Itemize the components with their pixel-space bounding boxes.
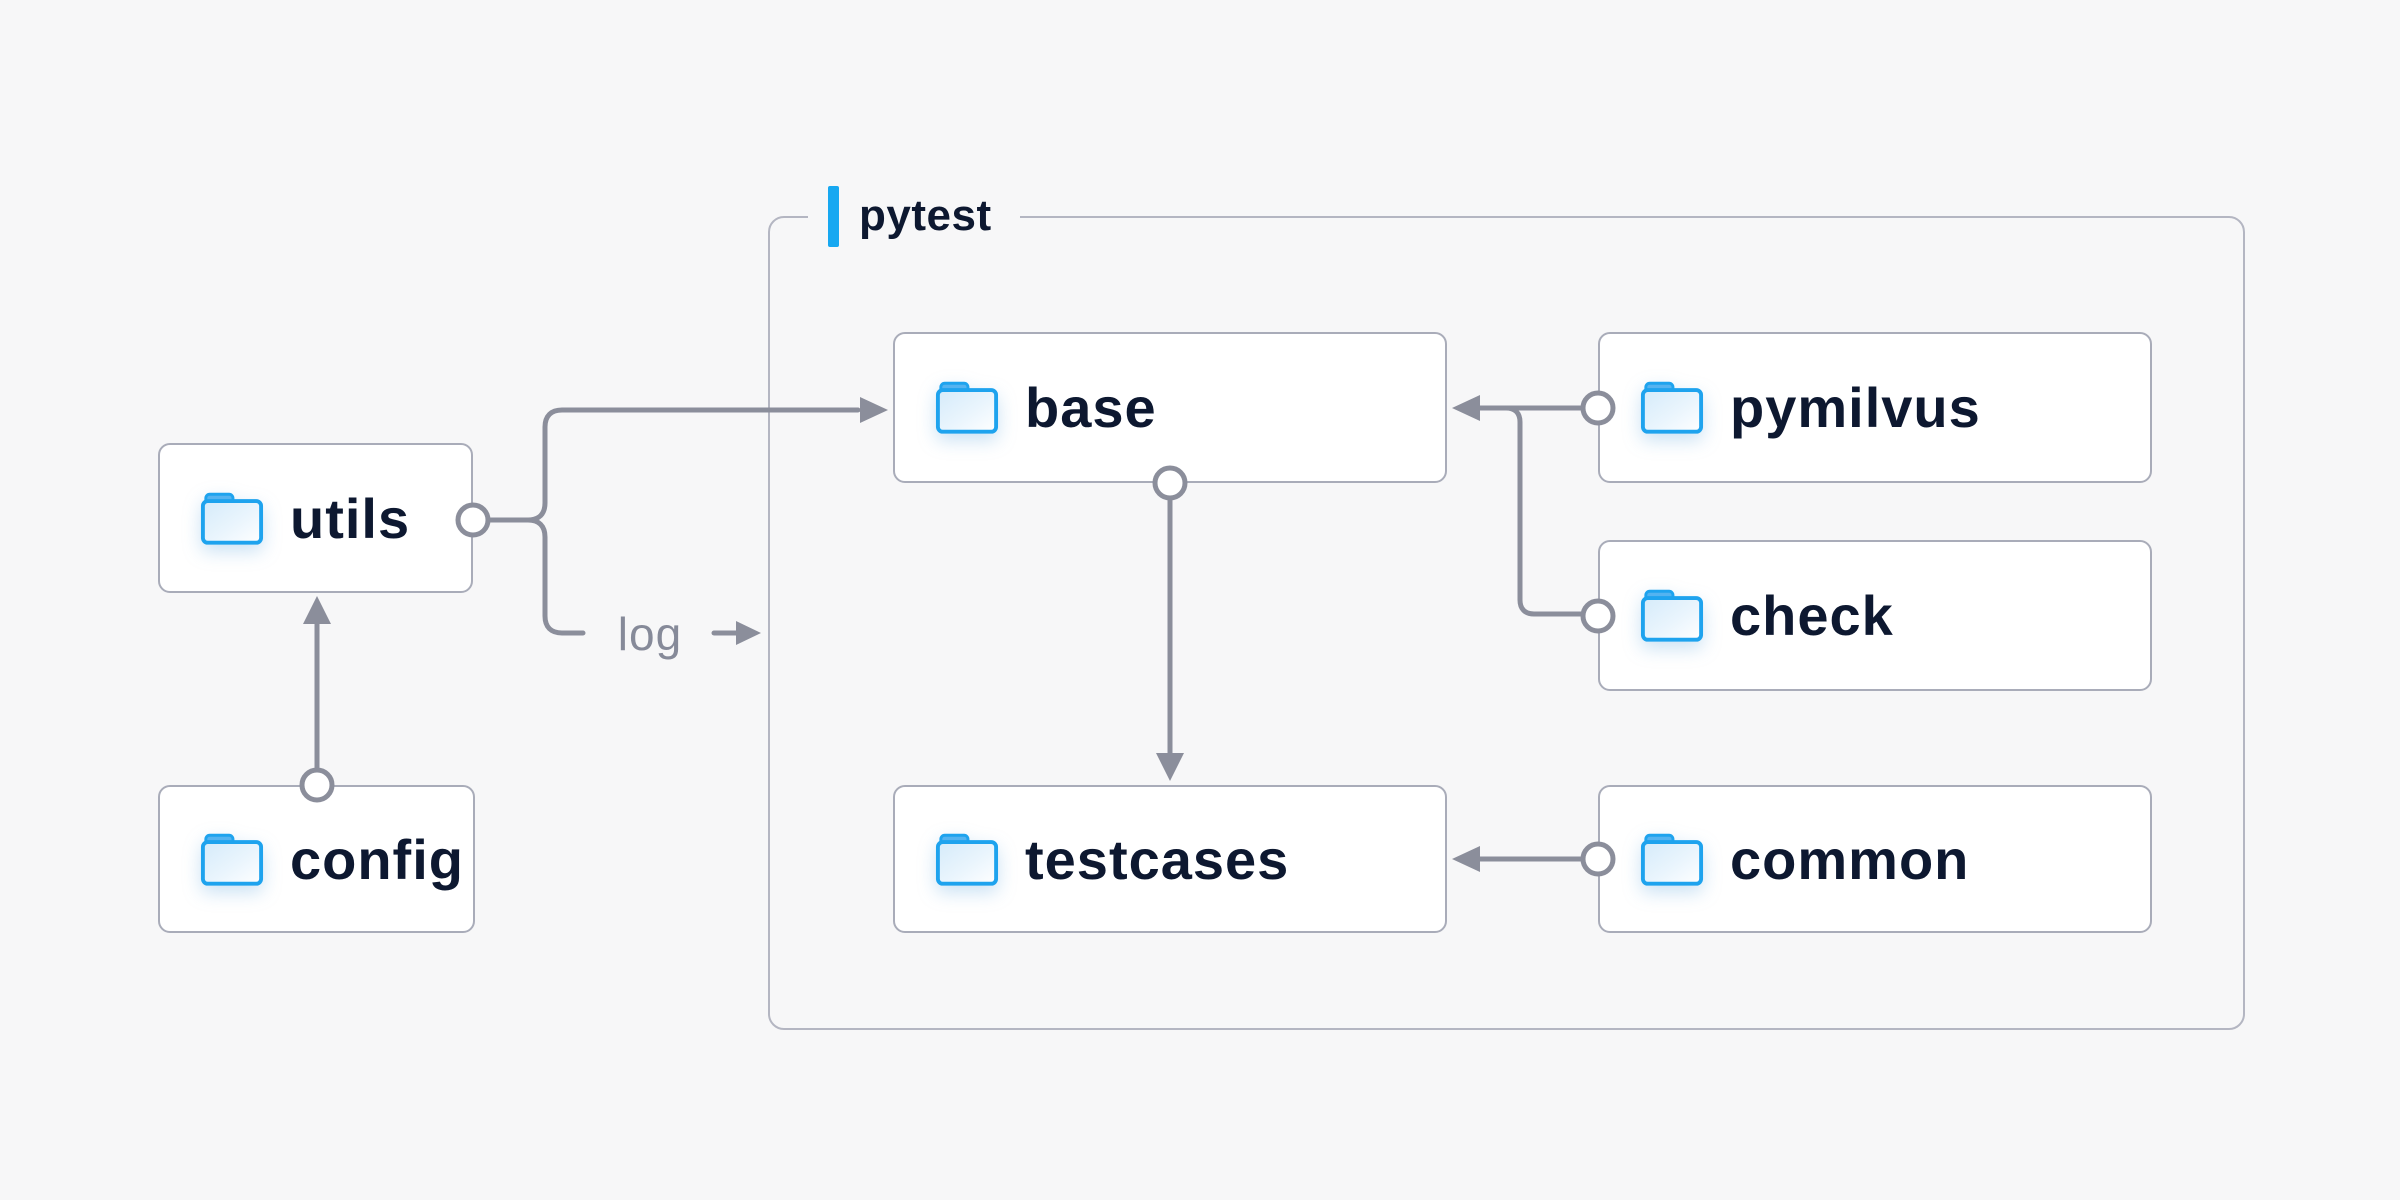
node-label: utils <box>290 486 411 550</box>
folder-icon <box>935 833 999 886</box>
node-base: base <box>893 332 1447 483</box>
log-arrow-head <box>736 621 761 645</box>
node-label: config <box>290 827 464 891</box>
edge-utils-base-and-log <box>486 397 888 645</box>
node-pymilvus: pymilvus <box>1598 332 2152 483</box>
node-label: base <box>1025 376 1157 439</box>
node-common: common <box>1598 785 2152 933</box>
pytest-container-label: pytest <box>808 183 1020 249</box>
node-check: check <box>1598 540 2152 691</box>
node-config: config <box>158 785 475 933</box>
folder-icon <box>200 492 264 545</box>
folder-icon <box>200 833 264 886</box>
node-label: pymilvus <box>1730 376 1981 439</box>
edge-pymilvus-check-base <box>1452 395 1586 617</box>
node-testcases: testcases <box>893 785 1447 933</box>
edge-common-testcases <box>1452 846 1586 872</box>
pytest-group-container <box>768 216 2245 1030</box>
edge-config-utils <box>303 596 331 773</box>
accent-bar <box>828 185 839 247</box>
folder-icon <box>1640 833 1704 886</box>
node-utils: utils <box>158 443 473 593</box>
folder-icon <box>1640 589 1704 642</box>
edge-label-log: log <box>617 608 683 660</box>
node-label: testcases <box>1025 827 1290 891</box>
node-label: check <box>1730 584 1894 647</box>
folder-icon <box>935 381 999 434</box>
folder-icon <box>1640 381 1704 434</box>
pytest-container-label-text: pytest <box>859 191 992 240</box>
edge-base-testcases <box>1156 495 1184 781</box>
node-label: common <box>1730 827 1970 891</box>
